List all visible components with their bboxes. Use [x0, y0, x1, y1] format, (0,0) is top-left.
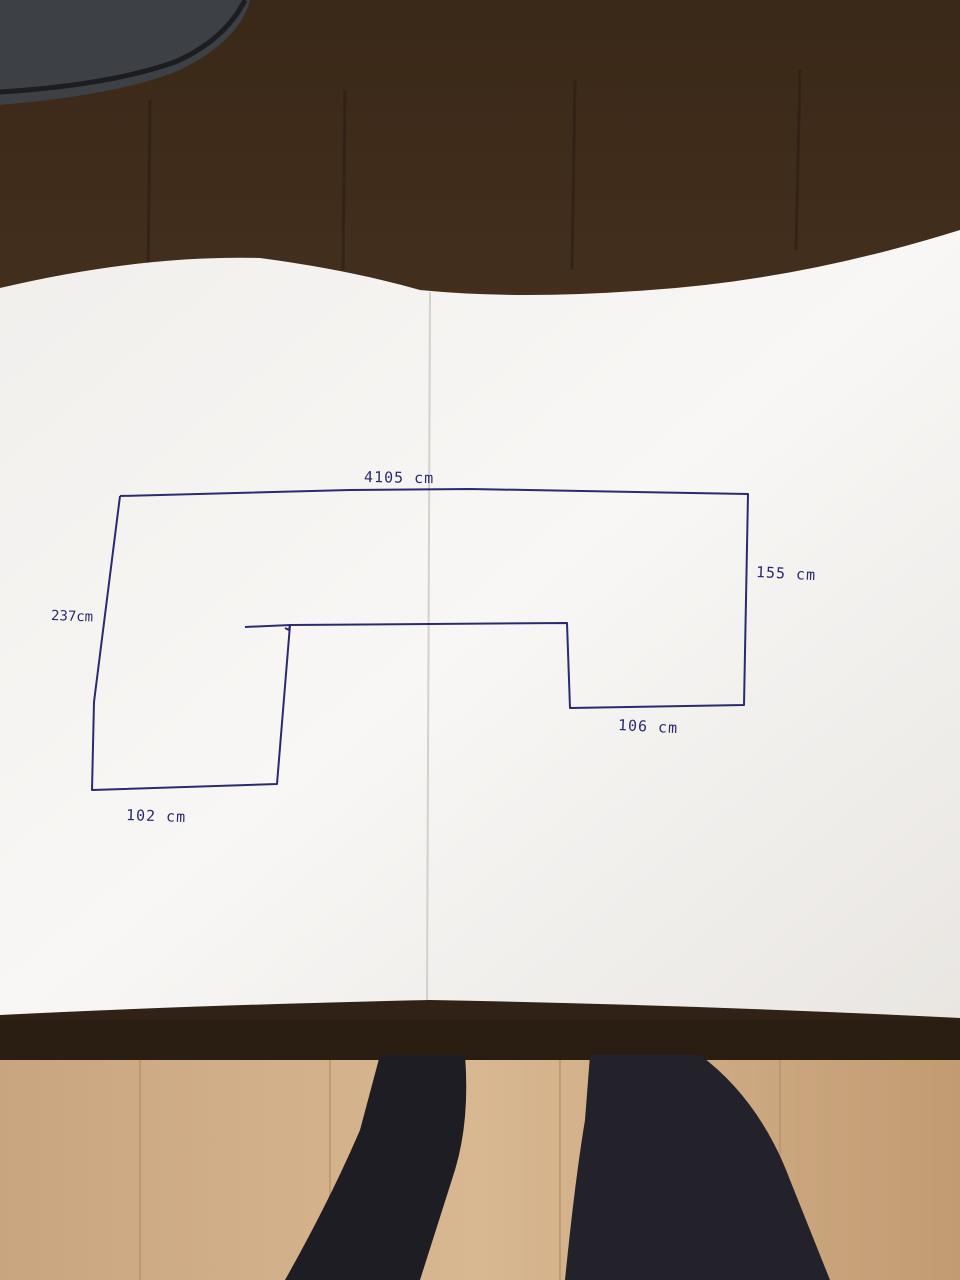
floor-plan-outline: [91, 488, 749, 791]
paper-fold: [426, 291, 431, 1001]
dimension-label-right: 155 cm: [755, 563, 817, 585]
dimension-label-bottom-right: 106 cm: [617, 716, 679, 738]
trousers: [565, 1055, 830, 1280]
dimension-label-top: 4105 cm: [363, 468, 435, 488]
trousers: [285, 1055, 467, 1280]
table-edge: [0, 1020, 960, 1060]
bag-zipper: [0, 0, 248, 95]
dimension-label-bottom-left: 102 cm: [125, 806, 187, 827]
dimension-label-left: 237cm: [50, 608, 94, 626]
table-grain: [146, 69, 802, 281]
floor-plan-inner-line: [244, 623, 292, 632]
bag: [0, 0, 250, 105]
